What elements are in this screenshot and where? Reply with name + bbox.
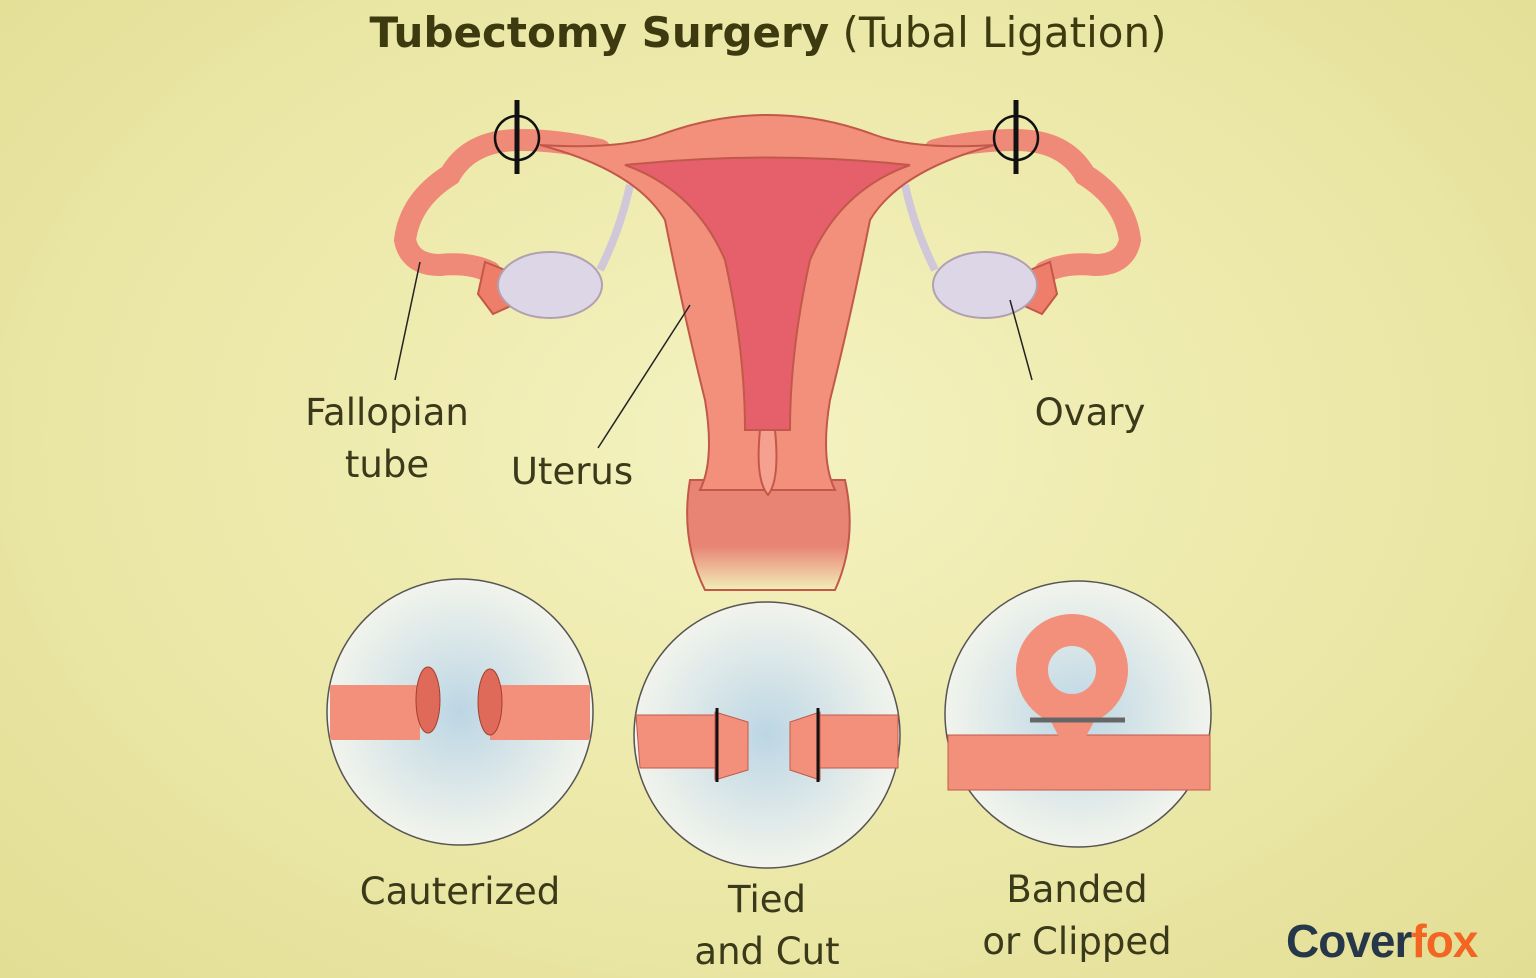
method-banded-illustration xyxy=(944,580,1212,848)
label-line: Banded xyxy=(1006,868,1148,911)
method-label-cauterized: Cauterized xyxy=(360,866,560,918)
label-fallopian-tube: Fallopian tube xyxy=(305,387,469,491)
label-line: Tied xyxy=(727,878,806,921)
label-ovary: Ovary xyxy=(1034,391,1146,434)
label-uterus: Uterus xyxy=(510,450,634,493)
ligation-mark-left xyxy=(493,100,541,174)
label-line: Cauterized xyxy=(359,870,561,913)
label-line: or Clipped xyxy=(982,920,1172,963)
page-title: Tubectomy Surgery (Tubal Ligation) xyxy=(370,8,1167,57)
logo-part-fox: fox xyxy=(1411,915,1478,967)
ligation-mark-right xyxy=(992,100,1040,174)
method-label-banded-or-clipped: Banded or Clipped xyxy=(982,864,1171,968)
method-tied-and-cut-illustration xyxy=(633,601,901,869)
label-line: Fallopian xyxy=(305,391,469,434)
reproductive-system-illustration xyxy=(393,100,1142,591)
label-line: tube xyxy=(344,443,430,486)
title-subtitle: (Tubal Ligation) xyxy=(842,8,1167,57)
logo-part-cover: Cover xyxy=(1286,915,1412,967)
label-line: and Cut xyxy=(694,930,840,973)
method-cauterized-illustration xyxy=(326,578,594,846)
coverfox-logo: Coverfox xyxy=(1286,914,1478,968)
method-label-tied-and-cut: Tied and Cut xyxy=(694,874,839,978)
title-bold: Tubectomy Surgery xyxy=(369,8,830,57)
